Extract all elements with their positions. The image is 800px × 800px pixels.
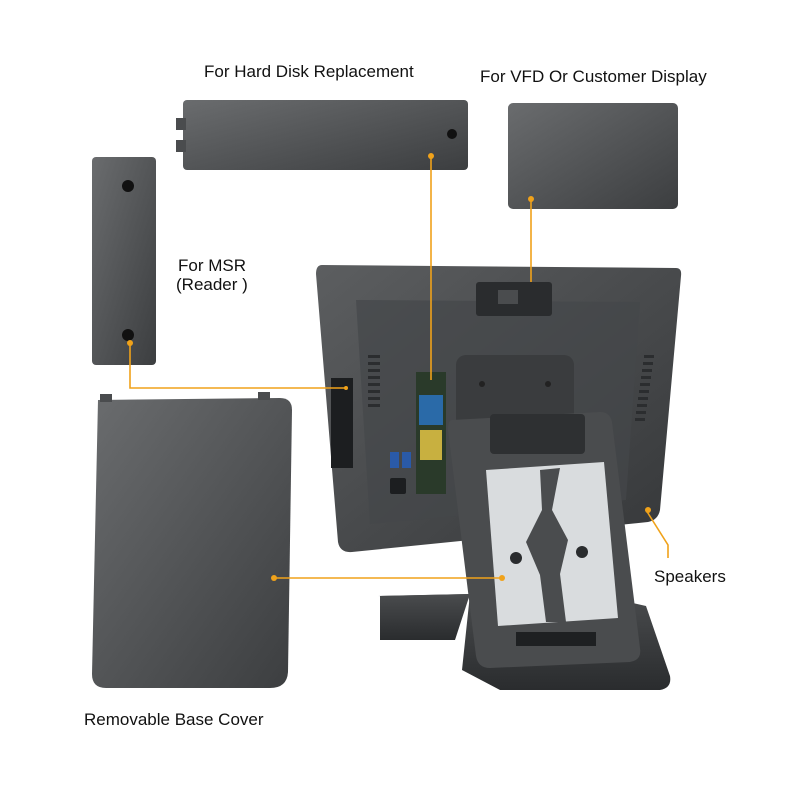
speakers-label: Speakers	[654, 567, 726, 586]
hard-disk-cover-panel	[176, 100, 468, 170]
base-cover-label: Removable Base Cover	[84, 710, 264, 729]
callout-lines	[129, 156, 669, 579]
stand	[378, 412, 671, 690]
msr-label-line1: For MSR	[178, 256, 246, 275]
vfd-cover-panel	[508, 103, 678, 209]
hard-disk-label: For Hard Disk Replacement	[204, 62, 414, 81]
msr-label-line2: (Reader )	[176, 275, 248, 294]
callout-speakers	[645, 509, 669, 558]
base-cover-panel	[92, 392, 292, 688]
vfd-label: For VFD Or Customer Display	[480, 67, 707, 86]
msr-cover-panel	[92, 157, 156, 365]
callout-msr	[129, 343, 346, 389]
